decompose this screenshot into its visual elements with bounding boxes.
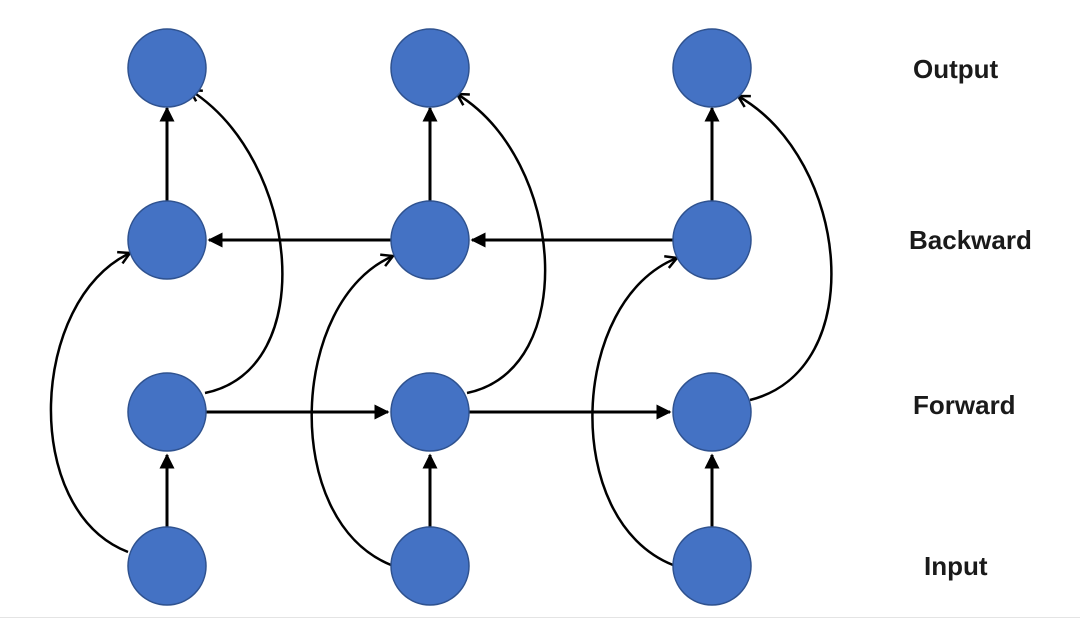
forward-node-3: [672, 372, 752, 452]
curve-forward1-output1: [190, 90, 284, 395]
label-forward: Forward: [913, 390, 1016, 420]
forward-node-2: [390, 372, 470, 452]
label-input: Input: [924, 551, 988, 581]
bottom-divider: [0, 617, 1080, 618]
label-output: Output: [913, 54, 999, 84]
curve-input1-backward1: [49, 253, 130, 554]
forward-node-1: [127, 372, 207, 452]
curve-input3-backward3: [591, 258, 677, 567]
backward-node-3: [672, 200, 752, 280]
input-node-2: [390, 526, 470, 606]
curve-forward2-output2: [457, 94, 547, 395]
input-node-3: [672, 526, 752, 606]
input-node-1: [127, 526, 207, 606]
output-node-1: [127, 28, 207, 108]
output-node-3: [672, 28, 752, 108]
backward-node-1: [127, 200, 207, 280]
curve-forward3-output3: [738, 96, 833, 402]
curve-input2-backward2: [310, 256, 393, 567]
label-backward: Backward: [909, 225, 1032, 255]
backward-node-2: [390, 200, 470, 280]
output-node-2: [390, 28, 470, 108]
